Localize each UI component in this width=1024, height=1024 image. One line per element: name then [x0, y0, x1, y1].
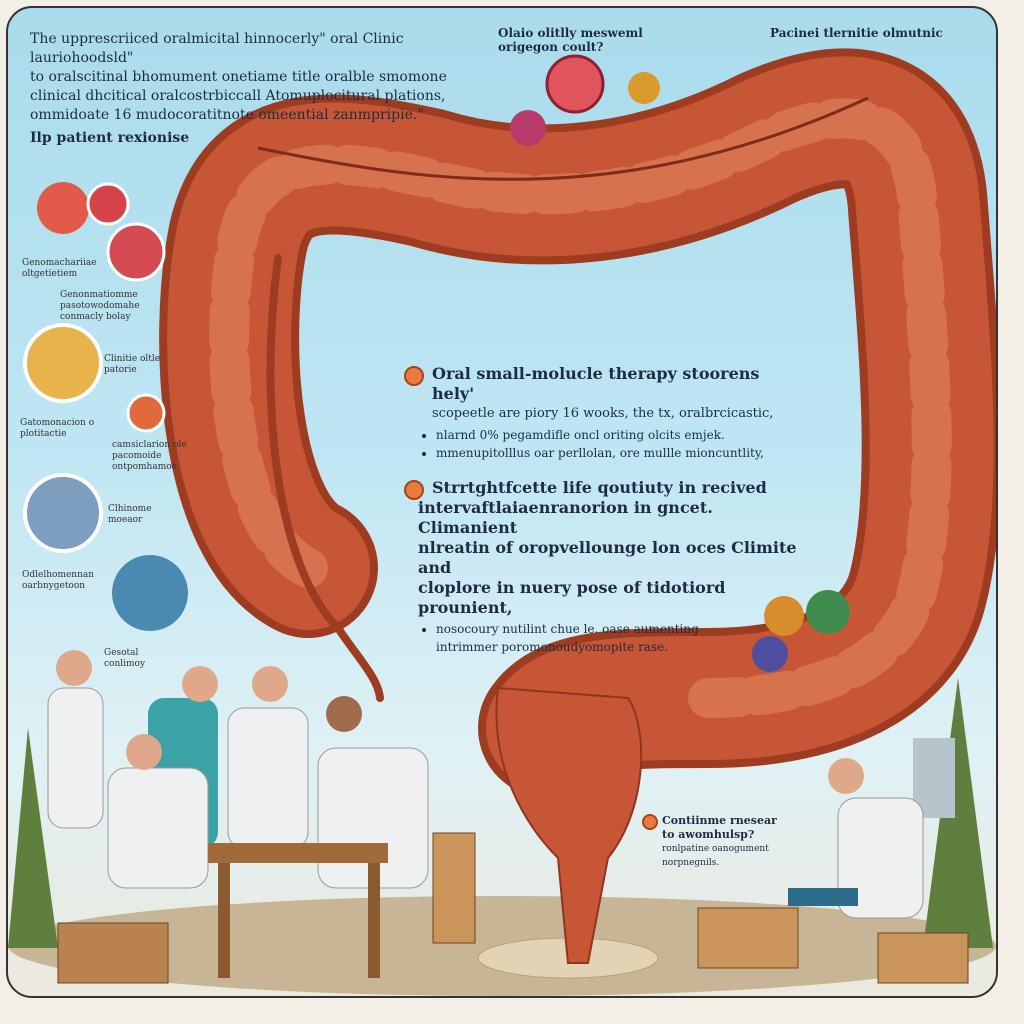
- intro-line: clinical dhcitical oralcostrbiccall Atom…: [30, 88, 446, 104]
- virus-icon: [112, 555, 188, 631]
- side-label: Genomachariiae oltgetietiem: [22, 258, 97, 279]
- intro-line: to oralscitinal bhomument onetiame title…: [30, 69, 447, 85]
- block-heading: Oral small-molucle therapy stoorens hely…: [432, 364, 760, 403]
- bullet-item: nlarnd 0% pegamdifle oncl oriting olcits…: [436, 426, 798, 444]
- side-label: Clhinome moeaor: [108, 504, 152, 525]
- therapy-info-block: Oral small-molucle therapy stoorens hely…: [404, 364, 798, 462]
- cell-icon: [86, 182, 130, 226]
- virus-icon: [37, 182, 89, 234]
- note-heading: to awomhulsp?: [662, 828, 755, 841]
- cell-cluster-icon: [510, 110, 546, 146]
- side-label: Gatomonacion o plotitactie: [20, 418, 95, 439]
- note-text: norpnegnils.: [662, 858, 720, 868]
- block-heading: cloplore in nuery pose of tidotiord prou…: [418, 578, 726, 617]
- doctors-group: [47, 650, 476, 984]
- cell-slice-icon: [545, 54, 605, 114]
- intro-line: The upprescriiced oralmicital hinnocerly…: [30, 31, 404, 66]
- patient-response-heading: Ilp patient rexionise: [30, 130, 190, 146]
- cell-cluster-icon: [628, 72, 660, 104]
- block-heading: intervaftlaiaenranorion in gncet. Climan…: [418, 498, 713, 537]
- quality-of-life-block: Strrtghtfcette life qoutiuty in recived …: [404, 478, 798, 656]
- polyp-green: [806, 590, 850, 634]
- bullet-item: mmenupitolllus oar perllolan, ore mullle…: [436, 444, 798, 462]
- tree-left: [8, 728, 58, 948]
- intro-text: The upprescriiced oralmicital hinnocerly…: [30, 30, 460, 125]
- top-center-label: Olaio olitlly mesweml origegon coult?: [498, 26, 643, 54]
- side-label: Gesotal conlimoy: [104, 648, 146, 669]
- bullet-item: intrimmer poromonoudyomopite rase.: [436, 640, 669, 654]
- cell-icon: [126, 393, 166, 433]
- scene-illustration: [8, 48, 996, 996]
- block-heading: Strrtghtfcette life qoutiuty in recived: [432, 478, 767, 497]
- info-bullet-icon: [404, 366, 424, 386]
- seated-doctor: [697, 758, 969, 984]
- block-text: scopeetle are piory 16 wooks, the tx, or…: [432, 406, 774, 421]
- research-note: Contiinme rnesear to awomhulsp? ronlpati…: [642, 814, 848, 870]
- block-heading: nlreatin of oropvellounge lon oces Climi…: [418, 538, 797, 577]
- side-label: Odlelhomennan oarbnygetoon: [22, 570, 95, 591]
- note-heading: Contiinme rnesear: [662, 814, 777, 827]
- cell-cluster-icon: [23, 323, 103, 403]
- note-text: ronlpatine oanogument: [662, 844, 769, 854]
- top-right-label: Pacinei tlernitie olmutnic: [770, 26, 943, 40]
- side-label: Clinitie oltle patorie: [104, 354, 161, 375]
- virus-icon: [23, 473, 103, 553]
- illustration-frame: The upprescriiced oralmicital hinnocerly…: [6, 6, 998, 998]
- polyp-blue: [752, 636, 788, 672]
- info-bullet-icon: [642, 814, 658, 830]
- side-label: Genonmatiomme pasotowodomahe conmacly bo…: [60, 290, 140, 322]
- tree-right: [923, 678, 993, 948]
- bullet-item: nosocoury nutilint chue le. oase aumenti…: [436, 620, 798, 638]
- cell-icon: [106, 222, 166, 282]
- info-bullet-icon: [404, 480, 424, 500]
- side-label: camsiclarion ole pacomoide ontpomhamoe: [112, 440, 187, 472]
- polyp-orange: [764, 596, 804, 636]
- colon-illustration: [159, 48, 996, 964]
- intro-line: ommidoate 16 mudocoratitnote omeential z…: [30, 107, 424, 123]
- church-building: [913, 738, 955, 818]
